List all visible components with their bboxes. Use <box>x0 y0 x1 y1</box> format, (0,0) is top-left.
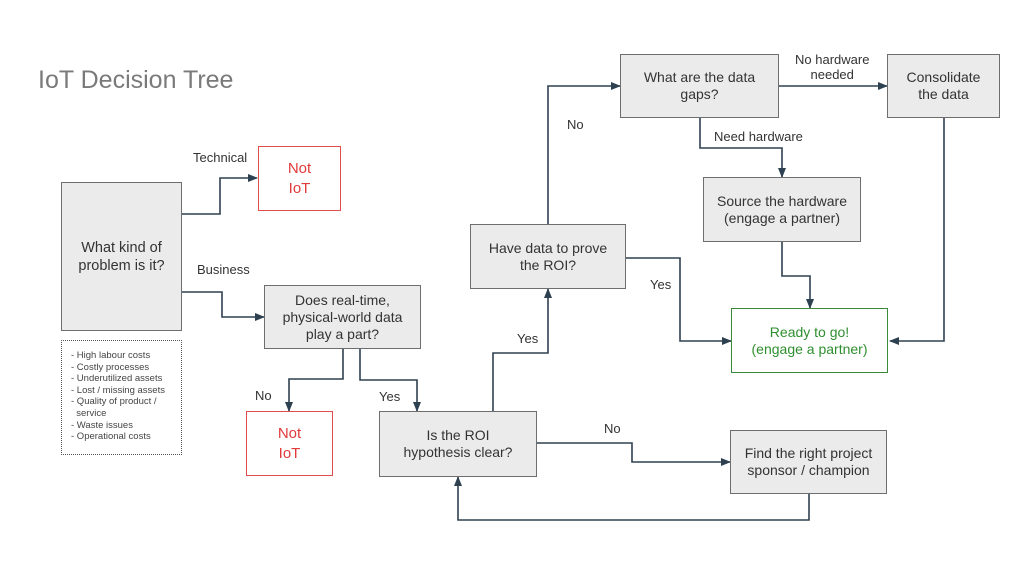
edge-label-yes-data: Yes <box>650 277 672 292</box>
edge-business <box>181 291 265 321</box>
not-iot-technical-node: Not IoT <box>258 146 341 211</box>
edge-roi-no <box>537 442 731 466</box>
ready-to-go-node: Ready to go! (engage a partner) <box>731 308 888 373</box>
list-item: - High labour costs <box>71 350 151 361</box>
list-item: - Quality of product / <box>71 396 157 408</box>
edge-label-technical: Technical <box>193 150 248 165</box>
data-prove-roi-node: Have data to prove the ROI? <box>470 224 626 289</box>
edge-consolidate-ready <box>889 118 945 345</box>
edge-data-yes <box>626 257 732 345</box>
edge-label-yes-roi: Yes <box>517 331 539 346</box>
edge-label-yes-realtime: Yes <box>379 389 401 404</box>
problem-kind-node: What kind of problem is it? <box>61 182 182 331</box>
edge-label-no-roi: No <box>604 421 621 436</box>
list-item: - Underutilized assets <box>71 373 163 385</box>
realtime-data-node: Does real-time, physical-world data play… <box>264 285 421 349</box>
edge-roi-yes <box>492 288 552 412</box>
list-item: - Operational costs <box>71 431 151 443</box>
not-iot-realtime-node: Not IoT <box>246 411 333 476</box>
edge-data-no <box>547 82 621 224</box>
edge-hardware-ready <box>781 242 814 309</box>
edge-label-no-data: No <box>567 117 584 132</box>
edge-need-hardware <box>699 118 786 178</box>
edge-label-no-hardware: No hardware needed <box>795 52 870 82</box>
roi-hypothesis-node: Is the ROI hypothesis clear? <box>379 411 537 477</box>
data-gaps-node: What are the data gaps? <box>620 54 779 118</box>
list-item: - Waste issues <box>71 419 133 431</box>
list-item: - Lost / missing assets <box>71 384 165 396</box>
list-item: service <box>71 407 107 419</box>
edge-realtime-yes <box>359 349 421 412</box>
edge-realtime-no <box>285 349 344 412</box>
edge-sponsor-loop <box>454 476 810 521</box>
list-item: - Costly processes <box>71 361 150 373</box>
source-hardware-node: Source the hardware (engage a partner) <box>703 177 861 242</box>
edge-technical <box>181 174 258 215</box>
edge-label-no-realtime: No <box>255 388 272 403</box>
edge-label-need-hardware: Need hardware <box>714 129 803 144</box>
edge-label-business: Business <box>197 262 250 277</box>
page-title: IoT Decision Tree <box>38 66 234 94</box>
consolidate-node: Consolidate the data <box>887 54 1000 118</box>
find-sponsor-node: Find the right project sponsor / champio… <box>730 430 887 494</box>
problem-types-list: - High labour costs - Costly processes -… <box>61 340 182 455</box>
